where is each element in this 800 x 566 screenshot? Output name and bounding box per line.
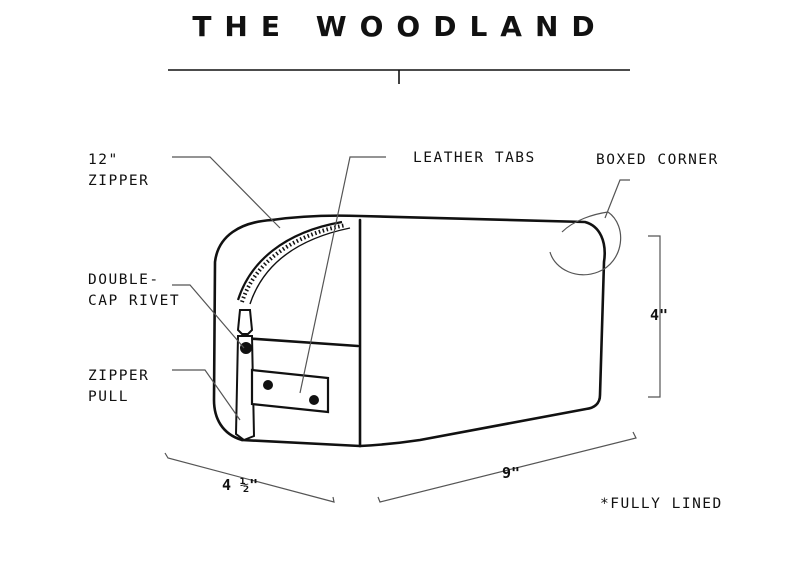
callout-zipper: 12" ZIPPER xyxy=(88,152,150,189)
leather-tab xyxy=(250,368,330,414)
zipper-pull xyxy=(234,309,256,442)
height-dimension xyxy=(648,235,661,398)
dimension-lines xyxy=(164,235,661,503)
rivet-leader xyxy=(172,284,245,349)
boxed-corner-leader xyxy=(604,179,630,219)
title-underline xyxy=(168,69,630,84)
diagram-title: THE WOODLAND xyxy=(192,10,608,43)
zipper xyxy=(236,220,351,305)
leader-lines xyxy=(172,156,630,421)
zipper-leader xyxy=(172,156,281,229)
callout-zipper-pull: ZIPPER PULL xyxy=(88,368,150,405)
width-dimension xyxy=(377,431,637,503)
dimension-width-label: 9" xyxy=(502,464,521,482)
depth-dimension xyxy=(164,452,335,503)
callout-boxed-corner: BOXED CORNER xyxy=(596,152,719,168)
zipper-pull-leader xyxy=(172,369,241,421)
leather-tabs-leader xyxy=(299,156,386,394)
callout-rivet: DOUBLE- CAP RIVET xyxy=(88,272,181,309)
fully-lined-note: *FULLY LINED xyxy=(600,496,723,512)
dimension-height-label: 4" xyxy=(650,306,669,324)
dimension-depth-label: 4 ½" xyxy=(222,476,259,494)
callout-leather-tabs: LEATHER TABS xyxy=(413,150,536,166)
boxed-corner-circle xyxy=(549,211,622,276)
bag-body xyxy=(212,214,606,448)
